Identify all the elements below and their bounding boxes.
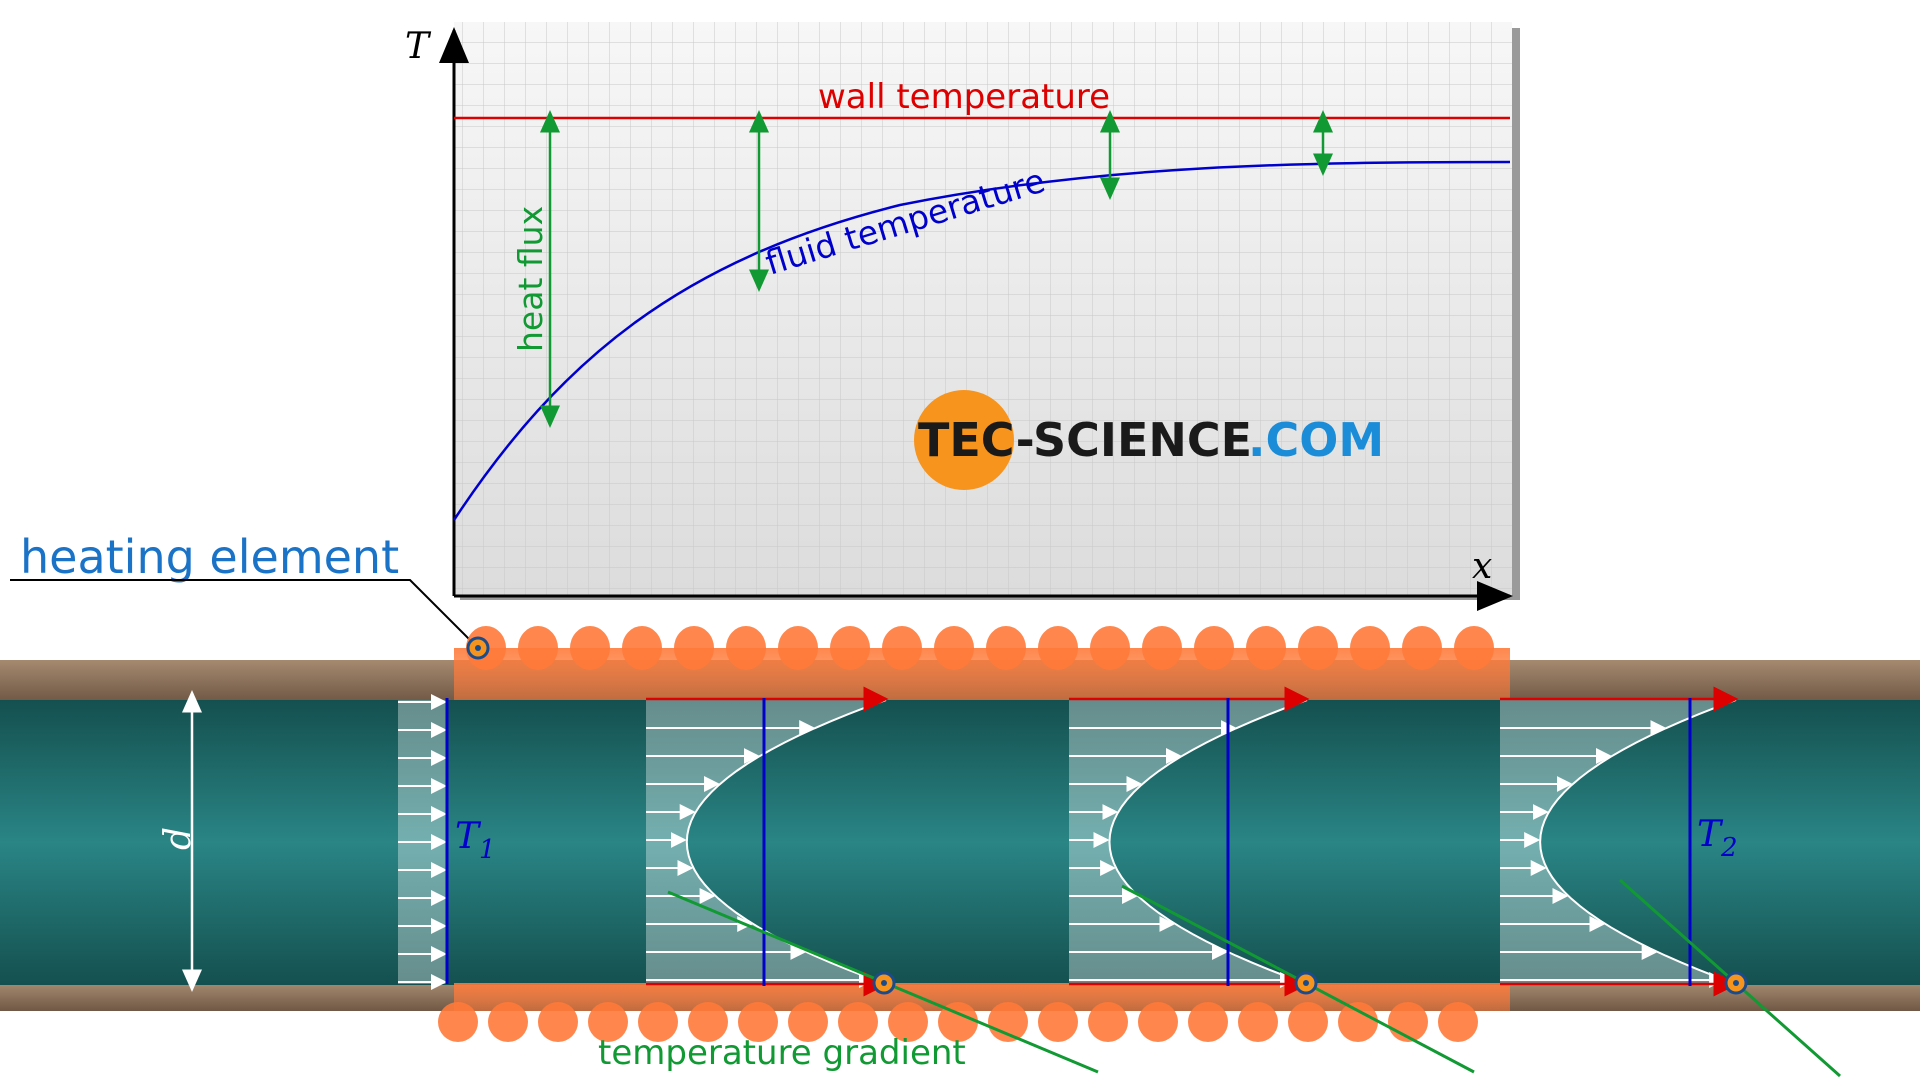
heating-element-label: heating element [20, 530, 399, 584]
heater-coil-bottom [1088, 1002, 1128, 1042]
wall-point-markers [872, 971, 1748, 995]
logo-text-part1: TEC- [918, 413, 1035, 467]
heater-coil-top [934, 626, 974, 670]
heater-coil-top [1402, 626, 1442, 670]
heater-coil-bottom [788, 1002, 828, 1042]
logo-text-part3: .COM [1248, 413, 1384, 467]
heater-coil-bottom [838, 1002, 878, 1042]
T2-label: T2 [1697, 814, 1738, 863]
velocity-profile-area [646, 700, 886, 984]
heater-coil-bottom [1238, 1002, 1278, 1042]
heater-coil-top [778, 626, 818, 670]
heater-coil-bottom [888, 1002, 928, 1042]
y-axis-label: T [405, 26, 432, 67]
heater-coil-bottom [738, 1002, 778, 1042]
heater-coils-bottom [438, 1002, 1478, 1042]
heater-coil-top [1246, 626, 1286, 670]
heater-coil-top [1454, 626, 1494, 670]
velocity-profiles [646, 686, 1739, 997]
heater-coil-bottom [638, 1002, 678, 1042]
pipe-fluid [0, 700, 1920, 985]
heater-coil-bottom [688, 1002, 728, 1042]
tec-science-logo: TEC- SCIENCE .COM [914, 390, 1384, 490]
heater-coil-bottom [1138, 1002, 1178, 1042]
heater-coil-top [1194, 626, 1234, 670]
heater-coil-bottom [1338, 1002, 1378, 1042]
temperature-gradient-label: temperature gradient [598, 1033, 966, 1073]
heater-coil-top [726, 626, 766, 670]
heating-element-marker [466, 636, 490, 660]
velocity-profile-area [1069, 700, 1307, 984]
wall-temperature-label: wall temperature [818, 77, 1110, 117]
heater-coil-top [1038, 626, 1078, 670]
heater-coil-bottom [1438, 1002, 1478, 1042]
heater-coil-bottom [438, 1002, 478, 1042]
heater-coil-top [830, 626, 870, 670]
heater-coil-bottom [938, 1002, 978, 1042]
heater-coil-top [1142, 626, 1182, 670]
diameter-label: d [158, 827, 199, 850]
heater-coil-top [882, 626, 922, 670]
x-axis-label: x [1472, 546, 1492, 587]
heater-coil-top [1350, 626, 1390, 670]
heater-coil-top [1090, 626, 1130, 670]
logo-circle [914, 390, 1014, 490]
heater-coil-top [1298, 626, 1338, 670]
heater-coil-bottom [988, 1002, 1028, 1042]
temperature-chart: T x wall temperature fluid temperature h… [405, 22, 1520, 611]
heat-flux-label: heat flux [511, 206, 550, 352]
heater-coil-bottom [1288, 1002, 1328, 1042]
heater-coil-top [986, 626, 1026, 670]
heater-coil-bottom [588, 1002, 628, 1042]
heater-coil-top [622, 626, 662, 670]
pipe [0, 648, 1920, 1011]
heater-coil-top [518, 626, 558, 670]
wall-point-marker-center [881, 980, 887, 986]
wall-point-marker-center [1303, 980, 1309, 986]
heater-coil-bottom [538, 1002, 578, 1042]
heater-coil-bottom [1038, 1002, 1078, 1042]
logo-text-part2: SCIENCE [1033, 413, 1252, 467]
inlet-velocity-profile [398, 694, 447, 990]
heater-coil-bottom [1188, 1002, 1228, 1042]
T1-label: T1 [455, 816, 496, 865]
heater-coil-top [674, 626, 714, 670]
wall-point-marker-center [1733, 980, 1739, 986]
heating-element-leader [10, 579, 479, 649]
velocity-profile-area [1500, 700, 1736, 984]
heater-coil-top [570, 626, 610, 670]
heater-coil-bottom [488, 1002, 528, 1042]
